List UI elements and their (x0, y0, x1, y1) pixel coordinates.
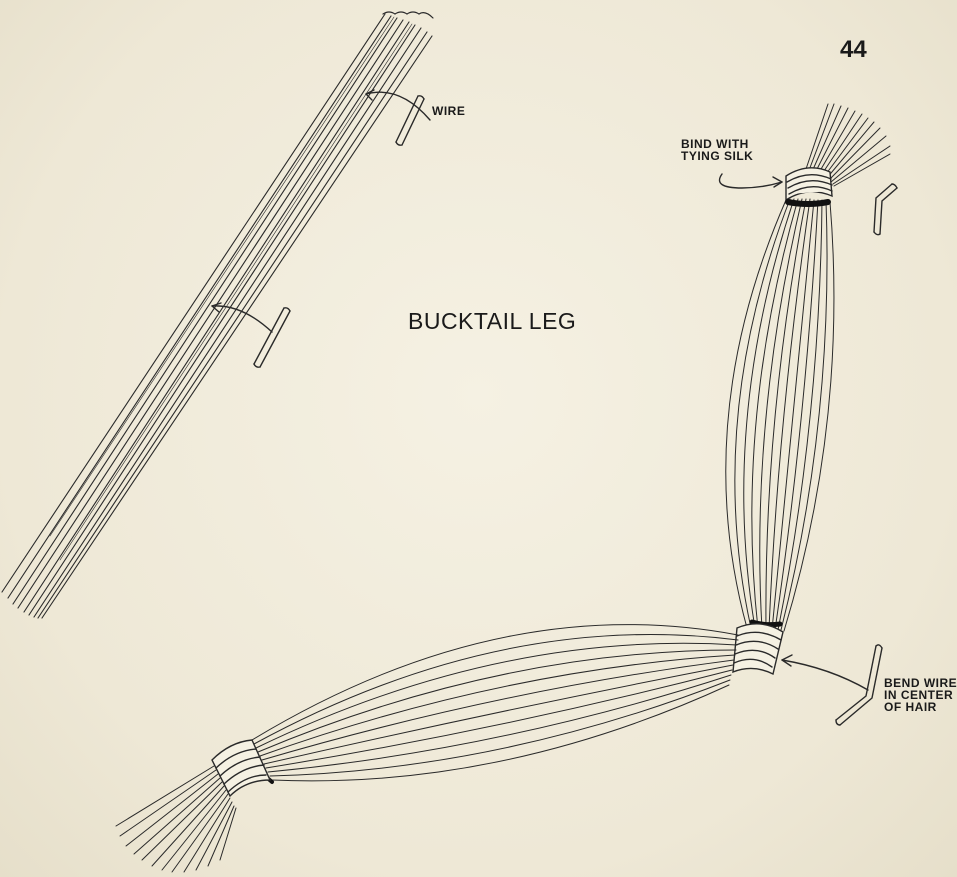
middle-binding (733, 624, 783, 674)
bind-arrow (720, 174, 783, 188)
wire-piece-top (366, 90, 430, 145)
vertical-bulge (726, 199, 834, 631)
horizontal-bulge (252, 625, 738, 781)
wire-label: WIRE (432, 105, 465, 117)
bend-label: BEND WIRE IN CENTER OF HAIR (884, 677, 957, 713)
bent-wire-top (874, 184, 897, 235)
bottom-tuft (116, 766, 236, 872)
bottom-binding (212, 740, 270, 796)
bend-wire-arrow (782, 655, 868, 690)
wire-piece-middle (212, 303, 290, 367)
diagram-title: BUCKTAIL LEG (408, 308, 576, 335)
bind-label: BIND WITH TYING SILK (681, 138, 761, 162)
straight-hair-bundle (2, 14, 432, 618)
top-binding (786, 168, 832, 200)
page-number: 44 (840, 36, 867, 64)
